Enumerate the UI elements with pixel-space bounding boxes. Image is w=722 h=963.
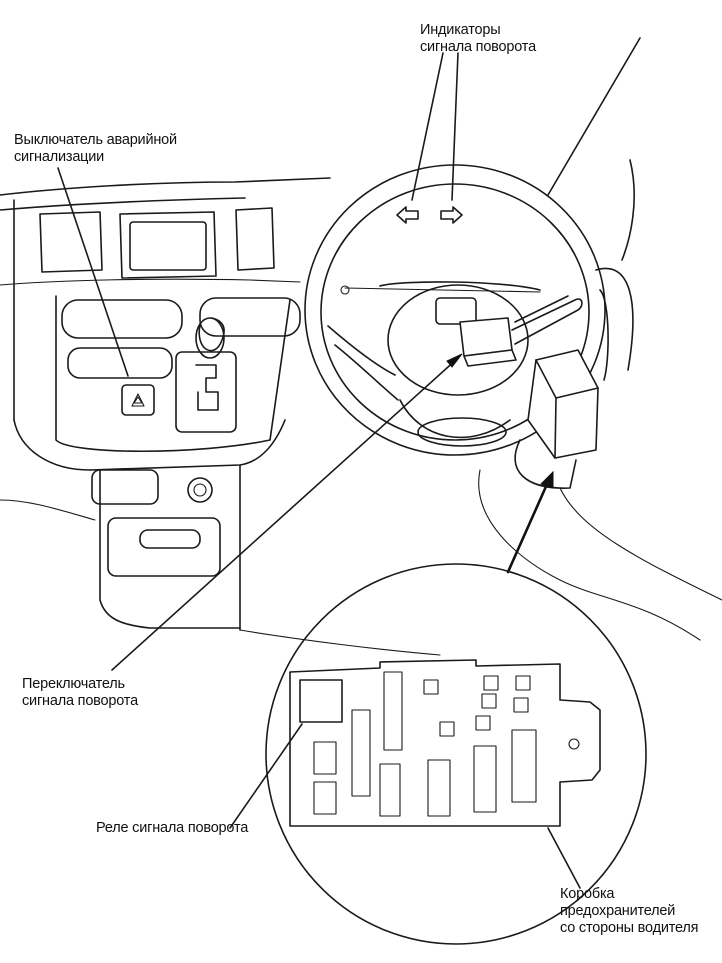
turn-signal-switch-drawing bbox=[459, 295, 583, 367]
label-turn-switch-line1: Переключатель bbox=[22, 676, 125, 692]
label-fuse-box-line3: со стороны водителя bbox=[560, 920, 699, 936]
right-indicator-arrow bbox=[440, 206, 463, 224]
label-turn-switch: Переключатель сигнала поворота bbox=[22, 676, 138, 710]
left-indicator-arrow bbox=[396, 206, 419, 224]
leader-turn-switch bbox=[111, 357, 459, 671]
center-console bbox=[55, 295, 301, 577]
leader-fuse-box bbox=[506, 480, 550, 574]
leader-indicator-left bbox=[411, 52, 444, 201]
label-fuse-box-line1: Коробка bbox=[560, 886, 615, 902]
label-hazard-switch-line2: сигнализации bbox=[14, 149, 105, 165]
leader-hazard bbox=[57, 167, 129, 377]
leader-fusebox-label bbox=[547, 827, 581, 889]
center-display bbox=[39, 207, 275, 279]
label-turn-switch-line2: сигнала поворота bbox=[22, 693, 138, 709]
label-turn-indicators: Индикаторы сигнала поворота bbox=[420, 22, 536, 56]
steering-wheel bbox=[304, 164, 606, 456]
dashboard-outline bbox=[0, 177, 441, 656]
label-turn-indicators-line2: сигнала поворота bbox=[420, 39, 536, 55]
label-fuse-box-line2: предохранителей bbox=[560, 903, 676, 919]
label-fuse-box: Коробка предохранителей со стороны водит… bbox=[560, 886, 699, 937]
label-hazard-switch: Выключатель аварийной сигнализации bbox=[14, 132, 177, 166]
steering-column bbox=[478, 37, 722, 641]
label-turn-relay-line1: Реле сигнала поворота bbox=[96, 820, 249, 836]
leader-indicator-right bbox=[451, 52, 459, 201]
fuse-box-detail bbox=[265, 563, 647, 945]
label-turn-indicators-line1: Индикаторы bbox=[420, 22, 501, 38]
label-hazard-switch-line1: Выключатель аварийной bbox=[14, 132, 177, 148]
label-turn-relay: Реле сигнала поворота bbox=[96, 820, 248, 837]
